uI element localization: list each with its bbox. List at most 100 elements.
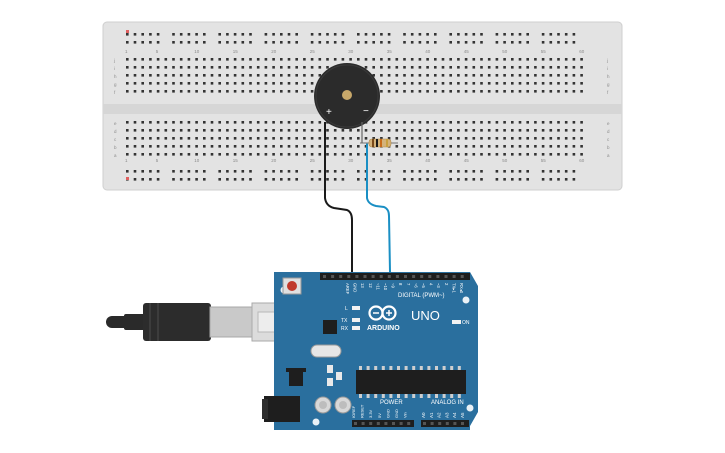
voltage-regulator [289,372,303,386]
power-pin-label: IOREF [351,405,356,418]
led-l-label: L [345,306,348,312]
power-pin-label: 3.3V [368,409,373,418]
digital-pin-label: ~11 [375,283,380,290]
column-label-bottom: 10 [194,158,200,163]
column-label-top: 1 [125,49,128,54]
power-pin-label: GND [385,409,390,418]
analog-label: ANALOG IN [431,400,464,406]
power-pin-label: GND [394,409,399,418]
black-wire[interactable] [324,150,353,272]
breadboard-holes[interactable] [126,30,583,181]
digital-pin-label: ~10 [383,283,388,291]
row-label-right: a [607,153,610,158]
column-label-top: 50 [502,49,508,54]
power-pin-label: Vin [403,412,408,418]
blue-wire[interactable] [366,143,391,273]
buzzer-minus-label: − [363,106,369,117]
power-label: POWER [380,400,403,406]
column-label-bottom: 40 [425,158,431,163]
digital-pin-label: 12 [368,283,373,288]
analog-pin-label: A5 [460,412,465,418]
buzzer-plus-label: + [326,107,332,118]
analog-pin-label: A1 [429,412,434,418]
analog-pin-label: A2 [437,412,442,418]
column-label-bottom: 55 [541,158,547,163]
column-label-bottom: 45 [464,158,470,163]
led-rx-label: RX [341,326,349,332]
digital-pin-label: 4 [429,283,434,286]
column-label-bottom: 5 [156,158,159,163]
column-label-top: 45 [464,49,470,54]
resistor[interactable] [360,138,398,148]
row-label-right: c [607,137,610,142]
digital-pin-label: ~9 [391,283,396,288]
analog-pin-label: A3 [444,412,449,418]
column-label-top: 40 [425,49,431,54]
row-label-right: g [607,82,610,87]
row-label-left: h [114,74,117,79]
power-header[interactable] [352,420,414,427]
row-label-right: d [607,129,610,134]
row-label-right: f [607,90,609,95]
column-label-bottom: 15 [233,158,239,163]
digital-pin-label: ~3 [436,283,441,288]
usb-cable-icon[interactable] [106,302,291,342]
row-label-right: e [607,121,610,126]
power-pin-label: RESET [360,404,365,418]
digital-header[interactable] [320,273,470,280]
atmega-chip [356,370,466,394]
column-label-bottom: 30 [348,158,354,163]
power-pin-label: 5V [377,413,382,418]
row-label-left: e [114,121,117,126]
piezo-buzzer[interactable]: + − [314,63,380,150]
row-label-left: c [114,137,117,142]
column-label-top: 5 [156,49,159,54]
digital-pin-label: GND [353,283,358,292]
column-label-top: 30 [348,49,354,54]
column-label-top: 20 [271,49,277,54]
crystal-oscillator [310,344,342,358]
column-label-top: 35 [387,49,393,54]
analog-header[interactable] [421,420,469,427]
row-label-left: j [113,58,115,63]
digital-label: DIGITAL (PWM~) [398,293,445,299]
column-label-top: 60 [579,49,585,54]
digital-pin-label: 13 [360,283,365,288]
digital-pin-label: 7 [406,283,411,286]
digital-pin-label: AREF [345,283,350,295]
led-tx-label: TX [341,318,348,324]
digital-pin-label: 2 [444,283,449,286]
analog-pin-label: A4 [452,412,457,418]
row-label-left: a [114,153,117,158]
row-label-left: g [114,82,117,87]
row-label-right: h [607,74,610,79]
arduino-brand: ARDUINO [367,325,400,332]
row-label-left: i [114,66,115,71]
column-label-bottom: 25 [310,158,316,163]
usb-chip [323,320,337,334]
column-label-top: 55 [541,49,547,54]
digital-pin-label: RX◂0 [459,283,464,294]
row-label-left: d [114,129,117,134]
column-label-top: 10 [194,49,200,54]
column-label-bottom: 60 [579,158,585,163]
column-label-bottom: 1 [125,158,128,163]
column-label-bottom: 35 [387,158,393,163]
digital-pin-label: ~5 [421,283,426,288]
row-label-left: b [114,145,117,150]
power-jack[interactable] [264,396,300,422]
row-label-right: j [606,58,608,63]
column-label-top: 15 [233,49,239,54]
column-label-bottom: 20 [271,158,277,163]
digital-pin-label: ~6 [413,283,418,288]
row-label-left: f [114,90,116,95]
row-label-right: i [607,66,608,71]
on-led-label: ON [462,320,470,326]
